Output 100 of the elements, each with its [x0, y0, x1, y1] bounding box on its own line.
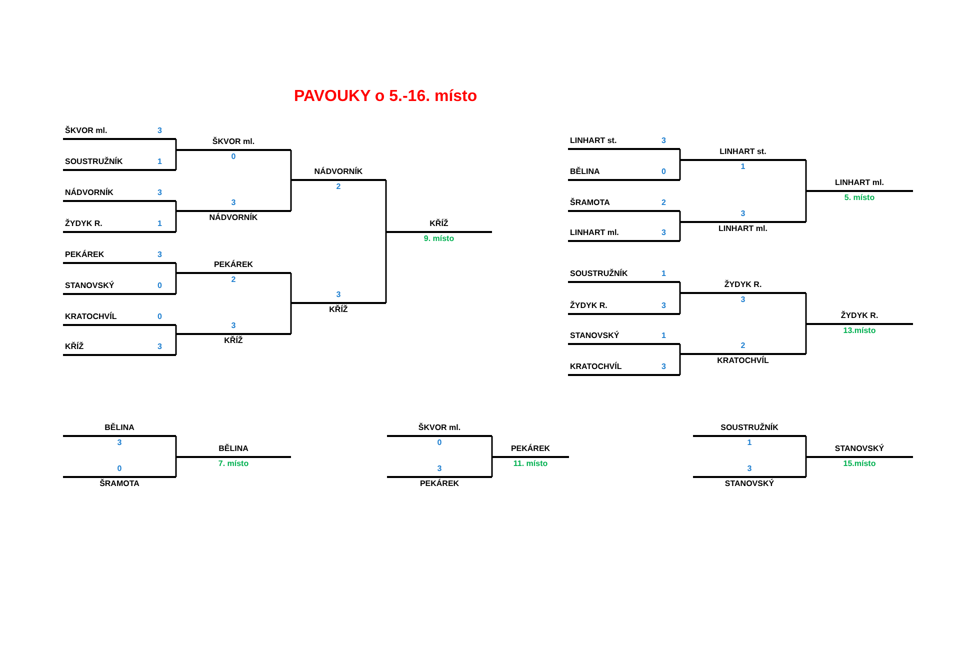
score: 3: [230, 322, 237, 330]
bracket-connector: [679, 353, 681, 375]
bracket-connector: [385, 231, 387, 303]
score: 3: [662, 302, 666, 310]
score: 3: [436, 465, 443, 473]
bracket-connector: [679, 159, 681, 180]
player-name: KŘÍŽ: [223, 337, 244, 345]
player-name: LINHART st.: [718, 148, 768, 156]
score: 0: [662, 168, 666, 176]
score: 3: [662, 363, 666, 371]
bracket-connector: [679, 149, 681, 161]
placement-label: 5. místo: [843, 194, 876, 202]
score: 2: [230, 276, 237, 284]
placement-label: 15.místo: [842, 460, 877, 468]
player-name: SOUSTRUŽNÍK: [570, 270, 628, 278]
bracket-connector: [679, 344, 681, 355]
player-name: ŠKVOR ml.: [417, 424, 462, 432]
score: 2: [662, 199, 666, 207]
player-name: KŘÍŽ: [428, 220, 450, 228]
score: 1: [740, 163, 746, 171]
player-name: KRATOCHVÍL: [716, 357, 770, 365]
player-name: NÁDVORNÍK: [65, 189, 114, 197]
score: 3: [230, 199, 237, 207]
score: 1: [158, 220, 162, 228]
bracket-connector: [290, 302, 292, 334]
score: 0: [158, 313, 162, 321]
score: 3: [740, 296, 746, 304]
placement-label: 13.místo: [842, 327, 877, 335]
score: 3: [662, 137, 666, 145]
score: 3: [158, 189, 162, 197]
bracket-connector: [175, 201, 177, 212]
player-name: SOUSTRUŽNÍK: [720, 424, 780, 432]
player-name: NÁDVORNÍK: [208, 214, 259, 222]
bracket-connector: [679, 282, 681, 294]
bracket-connector: [175, 263, 177, 274]
score: 1: [746, 439, 753, 447]
player-name: ŠKVOR ml.: [65, 127, 108, 135]
bracket-connector: [290, 150, 292, 181]
bracket-connector: [805, 293, 807, 325]
score: 3: [116, 439, 123, 447]
score: 1: [662, 270, 666, 278]
bracket-connector: [175, 149, 177, 170]
title: PAVOUKY o 5.-16. místo: [294, 89, 478, 105]
score: 0: [436, 439, 443, 447]
placement-label: 7. místo: [217, 460, 250, 468]
bracket-connector: [805, 456, 807, 477]
player-name: PEKÁREK: [510, 445, 552, 453]
player-name: PEKÁREK: [65, 251, 104, 259]
player-name: KRATOCHVÍL: [570, 363, 622, 371]
bracket-connector: [290, 179, 292, 211]
score: 0: [230, 153, 237, 161]
bracket-connector: [175, 333, 177, 355]
placement-label: 11. místo: [512, 460, 549, 468]
player-name: STANOVSKÝ: [834, 445, 886, 453]
player-name: ŽYDYK R.: [840, 312, 880, 320]
player-name: ŠRAMOTA: [570, 199, 610, 207]
bracket-connector: [175, 210, 177, 232]
placement-label: 9. místo: [422, 235, 456, 243]
player-name: BĚLINA: [218, 445, 250, 453]
player-name: PEKÁREK: [212, 261, 254, 269]
bracket-connector: [805, 190, 807, 222]
score: 3: [158, 251, 162, 259]
bracket-connector: [175, 272, 177, 294]
score: 3: [335, 291, 342, 299]
bracket-connector: [290, 273, 292, 304]
bracket-connector: [175, 436, 177, 458]
player-name: PEKÁREK: [418, 480, 460, 488]
player-name: LINHART ml.: [718, 225, 768, 233]
player-name: LINHART st.: [570, 137, 617, 145]
score: 3: [746, 465, 753, 473]
bracket-connector: [491, 456, 493, 477]
player-name: ŠRAMOTA: [98, 480, 140, 488]
score: 1: [662, 332, 666, 340]
score: 1: [158, 158, 162, 166]
bracket-connector: [679, 211, 681, 223]
player-name: STANOVSKÝ: [724, 480, 776, 488]
score: 3: [740, 210, 746, 218]
score: 0: [116, 465, 123, 473]
score: 3: [158, 343, 162, 351]
player-name: ŽYDYK R.: [723, 281, 763, 289]
score: 3: [662, 229, 666, 237]
bracket-connector: [175, 139, 177, 151]
player-name: ŽYDYK R.: [65, 220, 102, 228]
player-name: BĚLINA: [570, 168, 600, 176]
score: 2: [740, 342, 746, 350]
player-name: KŘÍŽ: [65, 343, 84, 351]
player-name: NÁDVORNÍK: [313, 168, 364, 176]
player-name: LINHART ml.: [834, 179, 885, 187]
player-name: BĚLINA: [104, 424, 136, 432]
bracket-connector: [385, 180, 387, 233]
player-name: STANOVSKÝ: [570, 332, 620, 340]
player-name: KŘÍŽ: [328, 306, 349, 314]
player-name: KRATOCHVÍL: [65, 313, 117, 321]
bracket-connector: [805, 323, 807, 354]
bracket-connector: [491, 436, 493, 458]
player-name: SOUSTRUŽNÍK: [65, 158, 123, 166]
score: 2: [335, 183, 342, 191]
player-name: ŠKVOR ml.: [211, 138, 256, 146]
player-name: LINHART ml.: [570, 229, 619, 237]
score: 0: [158, 282, 162, 290]
